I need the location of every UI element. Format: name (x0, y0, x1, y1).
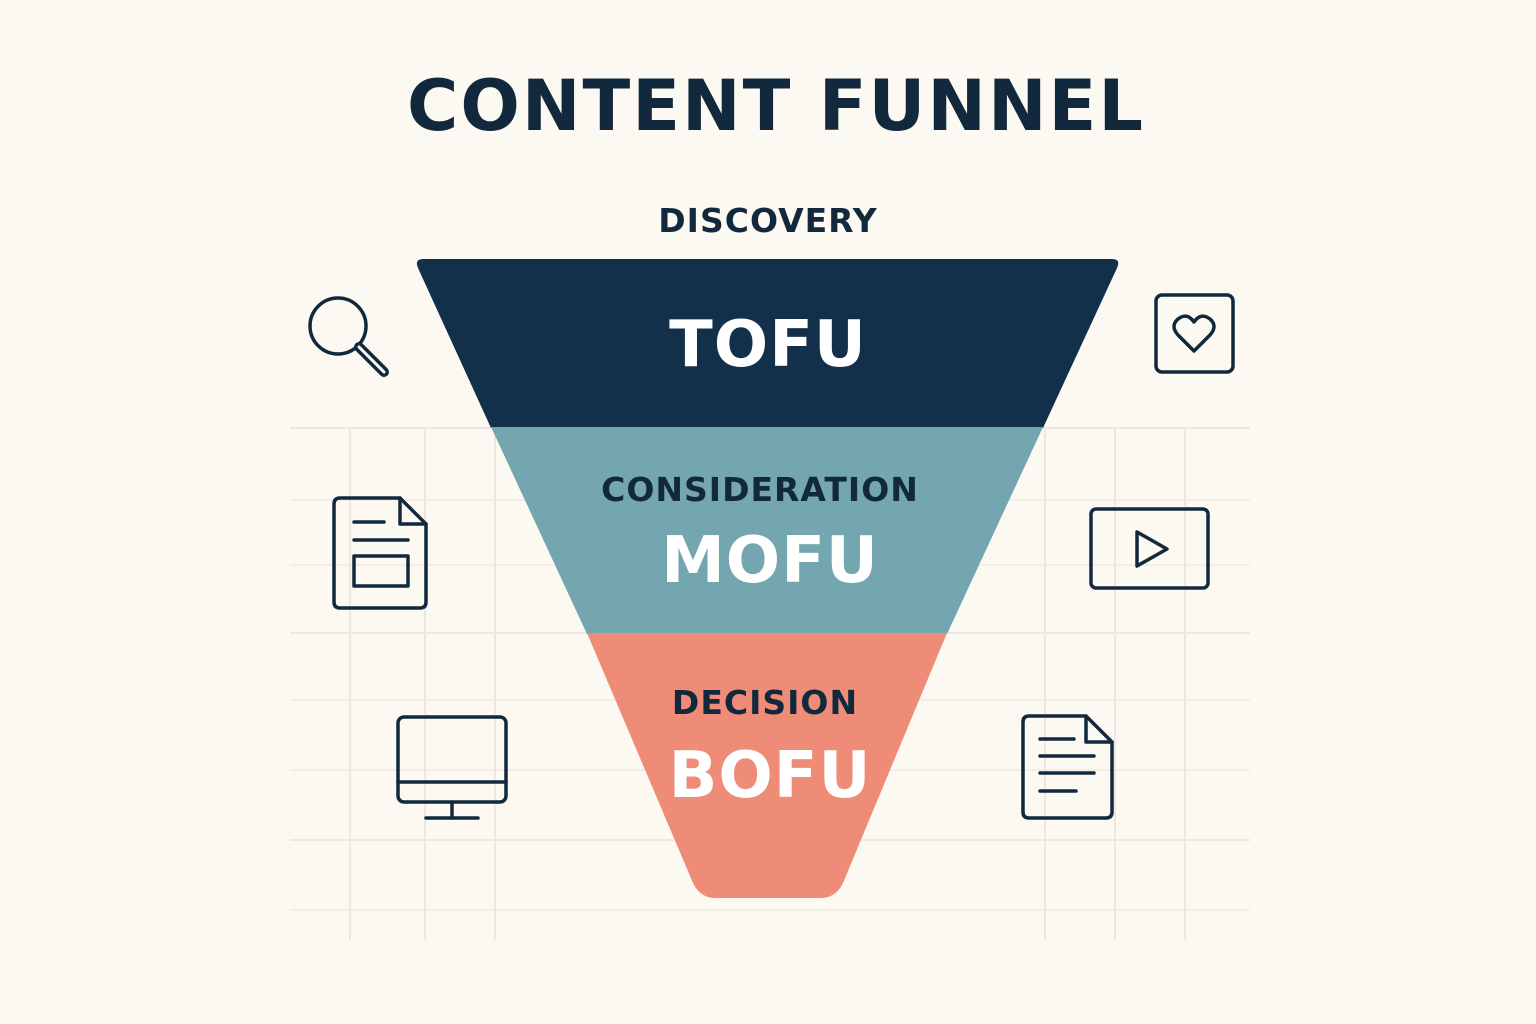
decision-label: DECISION (672, 683, 858, 722)
document-icon (332, 496, 428, 610)
tofu-code: TOFU (669, 308, 867, 382)
funnel-segment-tofu (416, 259, 1119, 428)
funnel (416, 259, 1119, 898)
funnel-segment-bofu (587, 633, 947, 898)
consideration-label: CONSIDERATION (601, 470, 919, 509)
heart-icon (1154, 293, 1235, 374)
bofu-code: BOFU (669, 739, 872, 813)
diagram-title: CONTENT FUNNEL (407, 65, 1145, 147)
magnifying-glass-icon (308, 296, 389, 377)
monitor-icon (396, 715, 508, 820)
mofu-code: MOFU (661, 524, 879, 598)
funnel-segment-mofu (491, 427, 1043, 634)
text-document-icon (1021, 714, 1114, 820)
discovery-label: DISCOVERY (658, 201, 878, 240)
video-play-icon (1089, 507, 1210, 590)
